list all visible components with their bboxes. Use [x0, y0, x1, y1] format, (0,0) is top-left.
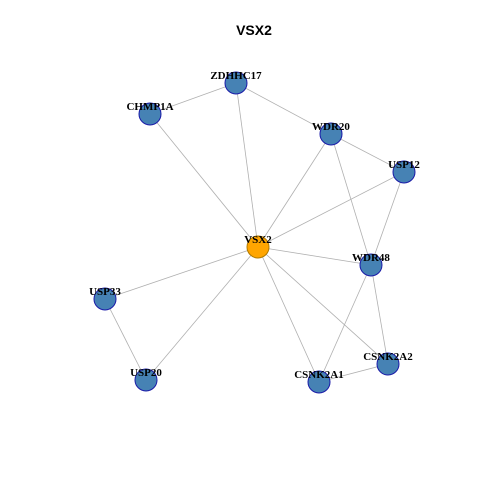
node-label-csnk2a1: CSNK2A1 [294, 369, 344, 381]
node-label-usp20: USP20 [130, 367, 162, 379]
node-chmp1a[interactable] [138, 102, 162, 126]
edge-usp12-wdr48 [370, 171, 405, 266]
node-label-wdr48: WDR48 [352, 252, 390, 264]
node-label-csnk2a2: CSNK2A2 [363, 351, 413, 363]
node-csnk2a1[interactable] [307, 370, 331, 394]
node-usp33[interactable] [93, 287, 117, 311]
node-wdr20[interactable] [319, 122, 343, 146]
edge-layer [104, 82, 405, 383]
edge-wdr20-vsx2 [257, 133, 332, 248]
edge-vsx2-csnk2a1 [257, 246, 320, 383]
node-label-wdr20: WDR20 [312, 121, 350, 133]
node-label-usp33: USP33 [89, 286, 121, 298]
edge-wdr48-csnk2a2 [370, 264, 389, 365]
edge-wdr20-usp12 [330, 133, 405, 173]
edge-usp12-vsx2 [257, 171, 405, 248]
edge-chmp1a-vsx2 [149, 113, 259, 248]
edge-vsx2-usp33 [104, 246, 259, 300]
edge-zdhhc17-vsx2 [235, 82, 259, 248]
edge-wdr48-csnk2a1 [318, 264, 372, 383]
edge-csnk2a1-csnk2a2 [318, 363, 389, 383]
node-label-zdhhc17: ZDHHC17 [210, 70, 262, 82]
edge-wdr48-vsx2 [257, 246, 372, 266]
node-layer [93, 71, 416, 394]
node-vsx2[interactable] [246, 235, 270, 259]
edge-vsx2-usp20 [145, 246, 259, 381]
node-label-vsx2: VSX2 [244, 234, 272, 246]
graph-title: VSX2 [236, 22, 272, 38]
node-usp20[interactable] [134, 368, 158, 392]
node-csnk2a2[interactable] [376, 352, 400, 376]
node-label-usp12: USP12 [388, 159, 420, 171]
node-usp12[interactable] [392, 160, 416, 184]
edge-usp33-usp20 [104, 298, 147, 381]
node-label-chmp1a: CHMP1A [126, 101, 173, 113]
edge-zdhhc17-wdr20 [235, 82, 332, 135]
node-zdhhc17[interactable] [224, 71, 248, 95]
edge-chmp1a-zdhhc17 [149, 82, 237, 115]
edge-vsx2-csnk2a2 [257, 246, 389, 365]
node-wdr48[interactable] [359, 253, 383, 277]
